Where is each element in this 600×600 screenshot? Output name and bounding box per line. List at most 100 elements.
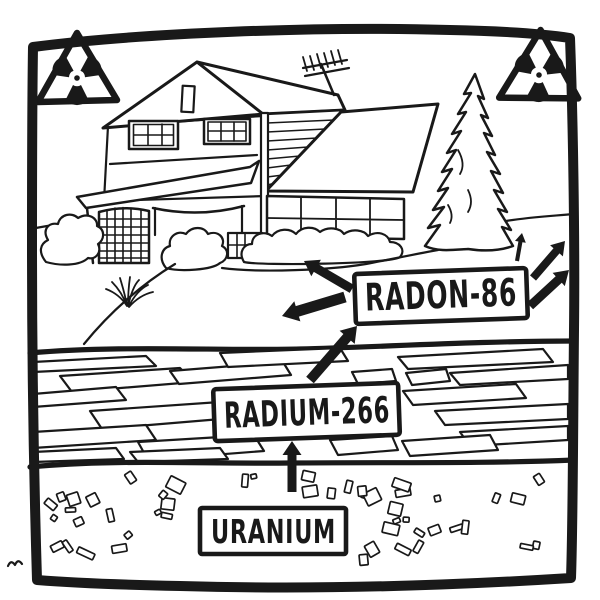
corner-scribble bbox=[6, 560, 24, 568]
rock-fragment bbox=[531, 540, 541, 551]
rock-fragment bbox=[249, 473, 258, 480]
trefoil-icon bbox=[514, 53, 564, 103]
rock-slab bbox=[433, 402, 570, 427]
rock-fragment bbox=[412, 539, 425, 555]
rock-fragment bbox=[240, 473, 250, 489]
rock-fragment bbox=[387, 500, 404, 517]
uranium-label: URANIUM bbox=[197, 505, 349, 557]
rock-slab bbox=[404, 367, 452, 387]
rock-fragment bbox=[49, 513, 59, 523]
pine-tree-texture bbox=[447, 149, 472, 224]
arrow-radon-up-right-1 bbox=[530, 241, 565, 281]
rock-fragment bbox=[160, 496, 176, 512]
rock-fragment bbox=[64, 506, 77, 514]
arrow-radium-to-radon bbox=[306, 326, 357, 384]
entry-arch bbox=[151, 204, 246, 214]
rock-fragment bbox=[361, 486, 383, 507]
rock-fragment bbox=[391, 516, 402, 525]
radium-label: RADIUM-266 bbox=[210, 380, 403, 444]
rock-fragment bbox=[85, 491, 101, 508]
grass-tuft bbox=[105, 276, 154, 308]
arrow-uranium-to-radium bbox=[282, 441, 302, 492]
rock-fragment bbox=[160, 511, 174, 521]
rock-fragment bbox=[300, 469, 317, 483]
rock-slab bbox=[448, 363, 570, 387]
rock-slab bbox=[128, 446, 230, 464]
upstairs-window-left bbox=[127, 119, 180, 151]
rock-fragment bbox=[491, 492, 502, 505]
arrow-radon-to-house bbox=[304, 259, 355, 293]
wing-roof bbox=[264, 102, 440, 194]
house bbox=[75, 49, 440, 265]
rock-fragment bbox=[358, 553, 370, 567]
hedge-row bbox=[240, 226, 404, 266]
rock-slab bbox=[218, 346, 350, 369]
uranium-label-text: URANIUM bbox=[211, 512, 336, 551]
arrow-radon-up-right-2 bbox=[526, 270, 569, 310]
rock-fragment bbox=[55, 491, 67, 503]
tv-antenna-icon bbox=[301, 49, 351, 97]
rock-fragment bbox=[49, 540, 65, 553]
radiation-warning-icon-left bbox=[34, 29, 121, 106]
radon-label-text: RADON-86 bbox=[364, 270, 517, 319]
rock-fragment bbox=[123, 530, 134, 540]
arrow-radon-up-small bbox=[515, 233, 526, 262]
rock-fragment bbox=[394, 542, 412, 557]
landscaping bbox=[39, 213, 498, 346]
rock-fragment bbox=[402, 516, 411, 524]
radiation-warning-icon-right bbox=[495, 26, 582, 103]
driveway-edge bbox=[82, 262, 177, 346]
entry-posts bbox=[153, 204, 244, 237]
radium-label-box bbox=[210, 380, 403, 444]
radon-label: RADON-86 bbox=[351, 265, 531, 327]
rock-fragment bbox=[105, 507, 116, 523]
rock-fragment bbox=[164, 475, 187, 495]
garage-door bbox=[97, 206, 151, 265]
uranium-stratum bbox=[43, 469, 546, 567]
rock-fragment bbox=[433, 494, 442, 503]
radium-label-text: RADIUM-266 bbox=[223, 390, 390, 437]
rock-fragment bbox=[65, 491, 82, 508]
rock-fragment bbox=[110, 542, 128, 555]
rock-fragment bbox=[363, 540, 381, 558]
rock-fragment bbox=[381, 521, 401, 537]
frame-border bbox=[27, 23, 580, 593]
trefoil-icon bbox=[52, 56, 102, 106]
rock-fragment bbox=[301, 484, 319, 499]
decay-arrows bbox=[282, 233, 569, 492]
porch-awning-roof bbox=[75, 159, 261, 210]
rock-fragment bbox=[158, 489, 169, 501]
rock-fragment bbox=[532, 472, 546, 487]
attic-window bbox=[180, 84, 196, 114]
upstairs-window-right bbox=[202, 117, 252, 146]
floor-trim-line bbox=[108, 153, 259, 166]
rock-fragment bbox=[326, 487, 337, 500]
lawn-edge bbox=[220, 248, 440, 272]
rock-fragment bbox=[153, 508, 163, 517]
rock-slab bbox=[400, 433, 500, 458]
rock-stratum bbox=[31, 346, 570, 464]
rock-fragment bbox=[427, 523, 442, 537]
rock-fragment bbox=[509, 492, 527, 506]
rock-fragment bbox=[391, 476, 412, 493]
pine-tree bbox=[423, 72, 515, 252]
rock-fragment bbox=[61, 539, 74, 554]
rock-slab bbox=[401, 382, 528, 407]
rock-fragment bbox=[356, 485, 368, 498]
bush-front-door bbox=[160, 226, 229, 272]
rock-fragment bbox=[343, 479, 354, 495]
bush-left bbox=[39, 213, 105, 266]
rock-fragment bbox=[75, 546, 96, 561]
rock-slab bbox=[396, 347, 555, 371]
arrow-radon-left bbox=[282, 291, 347, 322]
rock-fragment bbox=[72, 515, 85, 528]
rock-fragment bbox=[43, 497, 59, 512]
rock-fragment bbox=[460, 519, 470, 536]
uranium-label-box bbox=[197, 505, 349, 557]
radon-label-box bbox=[351, 265, 531, 327]
rock-fragment bbox=[519, 542, 535, 552]
rock-fragment bbox=[413, 527, 426, 538]
rock-fragment bbox=[123, 470, 138, 485]
sunroom bbox=[265, 194, 406, 241]
